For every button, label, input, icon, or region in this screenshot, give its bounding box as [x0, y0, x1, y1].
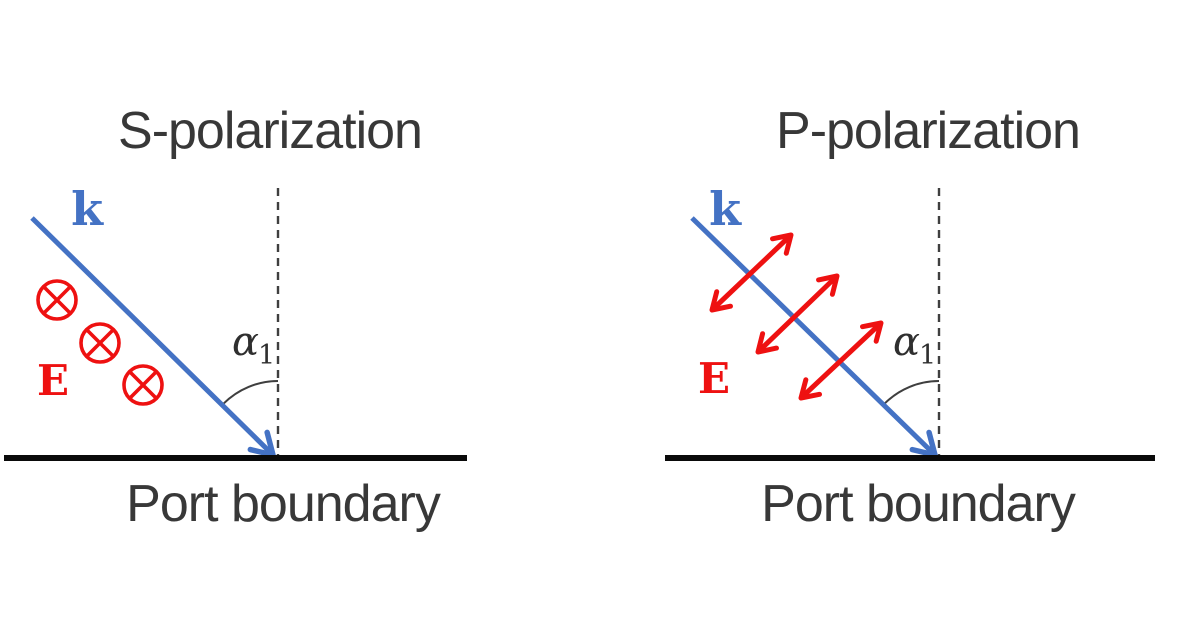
s-angle-arc [222, 380, 279, 405]
s-panel-title: S-polarization [118, 102, 422, 160]
s-angle-symbol: α [232, 319, 259, 365]
s-k-label: k [71, 182, 104, 236]
circled-cross-icon [79, 322, 121, 364]
p-polarization-panel: P-polarization α1 k E Port boundary [665, 102, 1155, 533]
s-polarization-panel: S-polarization α1 k [4, 102, 467, 533]
circled-cross-icon [122, 364, 164, 406]
p-angle-symbol: α [893, 319, 920, 365]
p-e-label: E [698, 354, 730, 403]
circled-cross-icon [36, 279, 78, 321]
s-k-vector-arrow [30, 216, 276, 458]
double-headed-arrow-icon [798, 320, 884, 401]
double-headed-arrow-icon [709, 232, 794, 313]
s-e-label: E [37, 356, 69, 405]
p-panel-title: P-polarization [776, 102, 1080, 160]
s-angle-subscript: 1 [258, 340, 275, 371]
p-angle-arc [883, 380, 940, 405]
p-angle-label: α1 [893, 319, 936, 371]
double-headed-arrow-icon [755, 273, 840, 355]
s-port-boundary-label: Port boundary [126, 475, 441, 533]
s-angle-label: α1 [232, 319, 275, 371]
s-e-field-symbols [36, 279, 164, 406]
p-port-boundary-label: Port boundary [761, 475, 1076, 533]
p-e-field-symbols [709, 232, 884, 401]
p-k-label: k [709, 182, 742, 236]
p-angle-subscript: 1 [919, 340, 936, 371]
